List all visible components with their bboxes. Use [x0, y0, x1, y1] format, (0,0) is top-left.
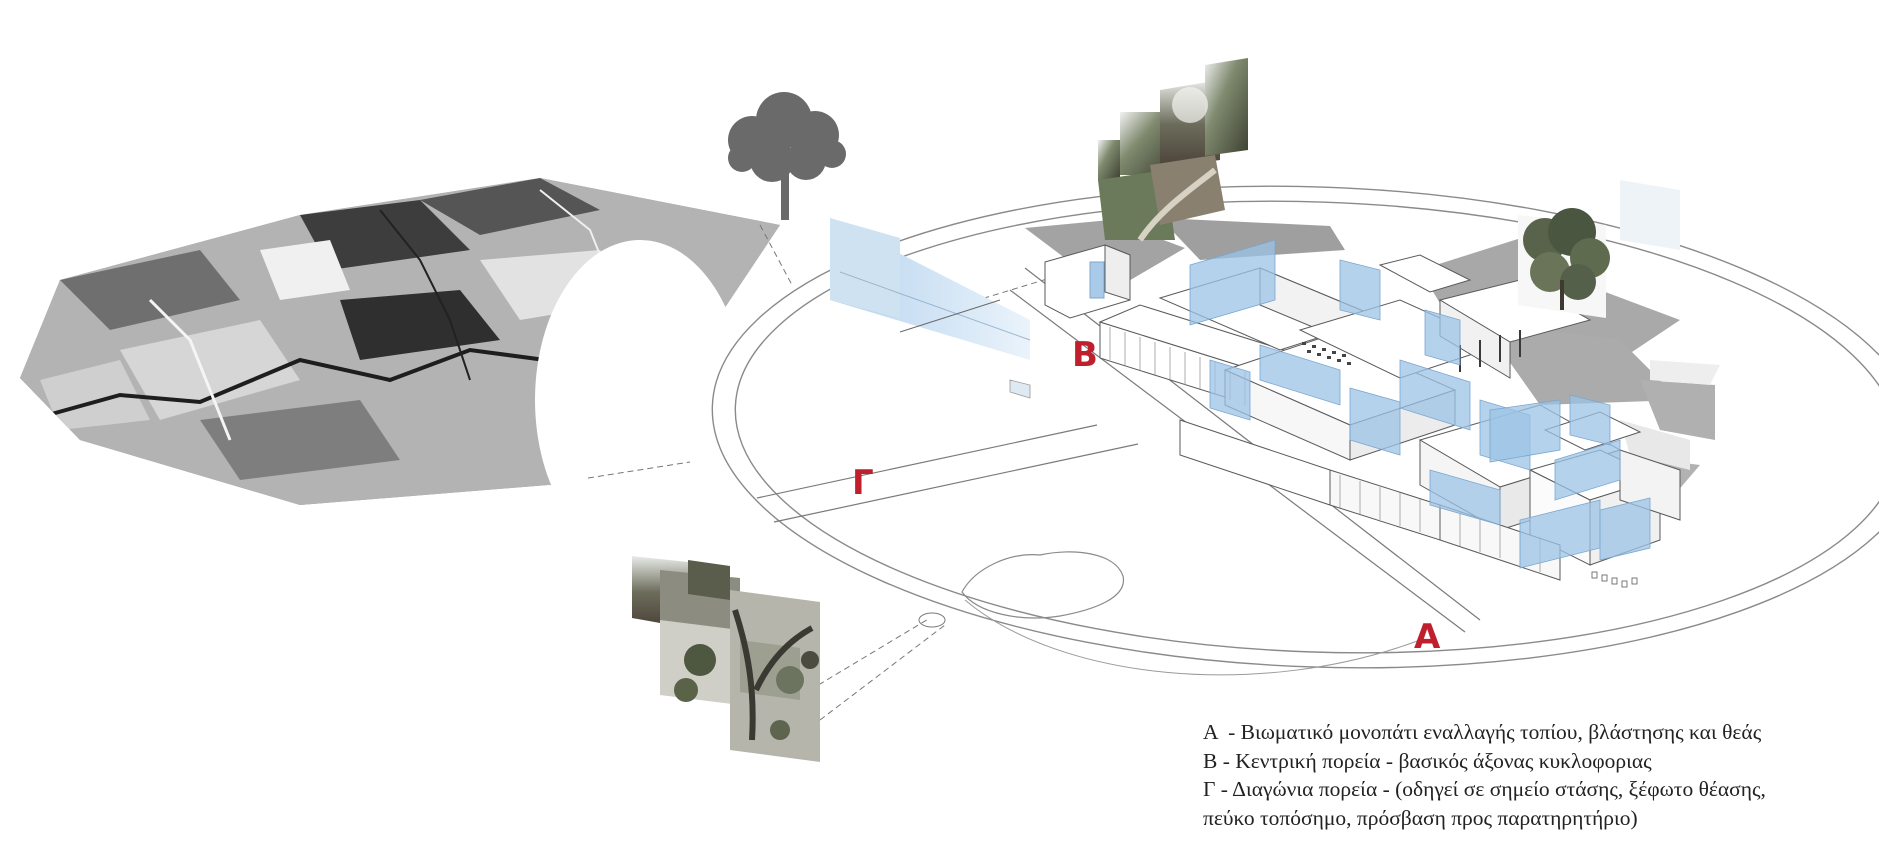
route-label-b: Β [1072, 335, 1098, 375]
clearing-outline [962, 552, 1123, 618]
landscape-photo-top [1098, 58, 1248, 240]
experiential-path-a [965, 600, 1420, 675]
landscape-photo-bottom [632, 556, 945, 762]
tree-silhouette-icon [728, 92, 846, 220]
view-panel [830, 218, 1030, 398]
legend-line-b: Β - Κεντρική πορεία - βασικός άξονας κυκ… [1203, 747, 1873, 776]
diagonal-axis-c [757, 425, 1138, 522]
landscape-photo-right [1518, 180, 1680, 318]
route-label-c: Γ [852, 463, 874, 503]
legend-line-a: Α - Βιωματικό μονοπάτι εναλλαγής τοπίου,… [1203, 718, 1873, 747]
route-legend: Α - Βιωματικό μονοπάτι εναλλαγής τοπίου,… [1203, 718, 1873, 832]
aerial-photo-collage [0, 170, 800, 560]
route-label-a: Α [1414, 617, 1441, 657]
legend-line-c-cont: πεύκο τοπόσημο, πρόσβαση προς παρατηρητή… [1203, 804, 1873, 833]
legend-line-c: Γ - Διαγώνια πορεία - (οδηγεί σε σημείο … [1203, 775, 1873, 804]
